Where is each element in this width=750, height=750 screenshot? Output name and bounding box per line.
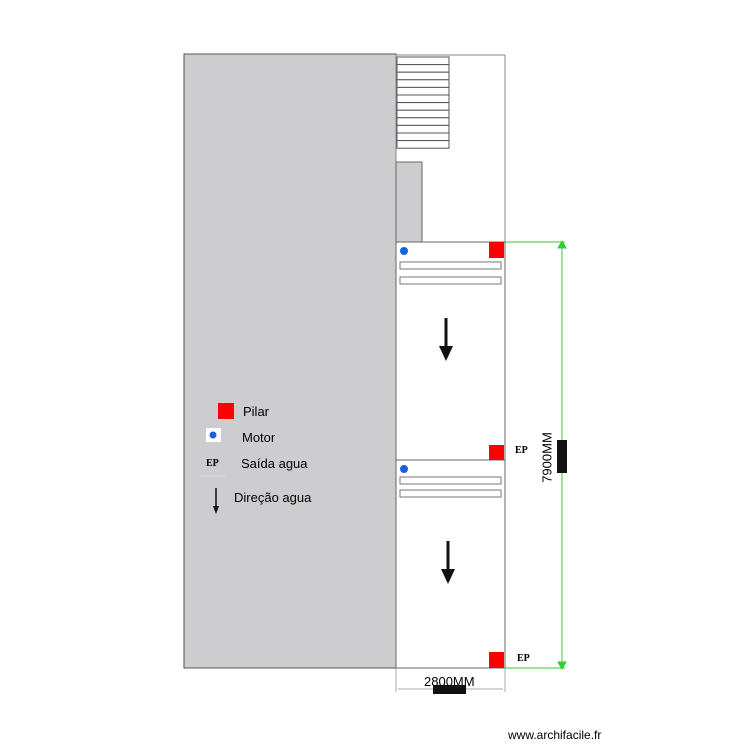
legend-ep-icon: EP bbox=[206, 458, 219, 469]
legend-direcao-label: Direção agua bbox=[234, 490, 312, 505]
motor-icon bbox=[400, 465, 408, 473]
stair-step bbox=[396, 71, 450, 81]
height-dimension-label: 7900MM bbox=[539, 432, 555, 483]
legend-pilar-label: Pilar bbox=[243, 404, 270, 419]
pillar-icon bbox=[489, 652, 504, 668]
stair-step bbox=[396, 64, 450, 73]
water-direction-arrow-icon bbox=[439, 318, 453, 361]
motor-icon bbox=[400, 247, 408, 255]
stair-step bbox=[396, 117, 450, 126]
legend-saida-label: Saída agua bbox=[241, 456, 308, 471]
shelf bbox=[399, 276, 502, 285]
stair-step bbox=[396, 124, 450, 134]
dimension-tag bbox=[557, 440, 567, 473]
water-direction-arrow-icon bbox=[441, 541, 455, 584]
legend-motor-label: Motor bbox=[242, 430, 276, 445]
dimension-tag bbox=[433, 685, 466, 694]
legend-pillar-icon bbox=[218, 403, 234, 419]
stair-step bbox=[396, 79, 450, 88]
shelf bbox=[399, 489, 502, 498]
main-building bbox=[183, 53, 397, 669]
footer-watermark: www.archifacile.fr bbox=[508, 728, 602, 742]
width-dimension-label: 2800MM bbox=[424, 674, 475, 689]
shelf bbox=[399, 261, 502, 270]
stair-step bbox=[396, 102, 450, 111]
ep-label: EP bbox=[515, 445, 528, 456]
stair-step bbox=[396, 56, 450, 66]
pillar-icon bbox=[489, 445, 504, 460]
legend-arrow-icon bbox=[213, 488, 219, 514]
stair-step bbox=[396, 109, 450, 119]
pillar-icon bbox=[489, 242, 504, 258]
stair-step bbox=[396, 140, 450, 149]
stair-step bbox=[396, 94, 450, 104]
legend-motor-icon bbox=[209, 431, 217, 439]
stair-step bbox=[396, 86, 450, 96]
staircase bbox=[396, 56, 450, 149]
gray-block bbox=[395, 161, 423, 243]
shelf bbox=[399, 476, 502, 485]
ep-label: EP bbox=[517, 653, 530, 664]
stair-step bbox=[396, 132, 450, 142]
